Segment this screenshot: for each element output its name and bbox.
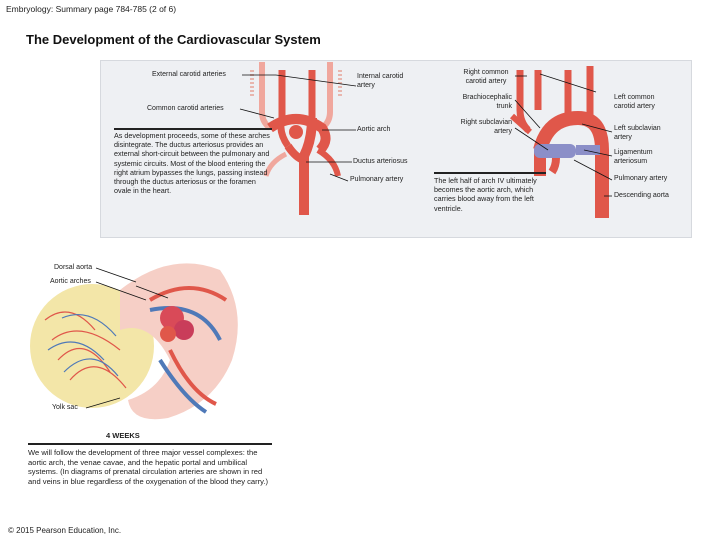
label-right-subclavian: Right subclavian artery (460, 119, 512, 135)
label-left-subclavian: Left subclavian artery (614, 125, 661, 141)
label-external-carotid: External carotid arteries (152, 71, 226, 78)
label-aortic-arches: Aortic arches (50, 278, 91, 285)
adult-aortic-arch (510, 66, 609, 218)
label-ductus-arteriosus: Ductus arteriosus (353, 158, 408, 165)
label-ligamentum-arteriosum: Ligamentum arteriosum (614, 149, 653, 165)
paragraph-left-rule (114, 128, 272, 130)
label-pulmonary-artery-left: Pulmonary artery (350, 176, 404, 183)
label-dorsal-aorta: Dorsal aorta (54, 264, 93, 271)
label-descending-aorta: Descending aorta (614, 192, 669, 199)
label-pulmonary-artery-right: Pulmonary artery (614, 175, 668, 182)
paragraph-left: As development proceeds, some of these a… (114, 131, 270, 196)
copyright: © 2015 Pearson Education, Inc. (8, 526, 122, 535)
page-title: The Development of the Cardiovascular Sy… (26, 32, 321, 47)
label-aortic-arch: Aortic arch (357, 126, 391, 133)
label-internal-carotid: Internal carotid artery (357, 73, 404, 89)
label-yolk-sac: Yolk sac (52, 404, 78, 411)
label-right-common-carotid: Right common carotid artery (463, 69, 509, 85)
label-4-weeks: 4 WEEKS (106, 431, 140, 440)
early-arch-system (250, 62, 342, 215)
page-header: Embryology: Summary page 784-785 (2 of 6… (6, 4, 177, 14)
label-left-common-carotid: Left common carotid artery (614, 94, 655, 110)
caption-rule (28, 443, 272, 445)
paragraph-right: The left half of arch IV ultimately beco… (434, 176, 537, 213)
paragraph-right-rule (434, 172, 546, 174)
embryo-4-weeks (30, 263, 238, 420)
label-common-carotid: Common carotid arteries (147, 105, 224, 112)
label-brachiocephalic-trunk: Brachiocephalic trunk (462, 94, 512, 110)
caption-text: We will follow the development of three … (28, 448, 269, 486)
leader-lines (85, 73, 613, 409)
